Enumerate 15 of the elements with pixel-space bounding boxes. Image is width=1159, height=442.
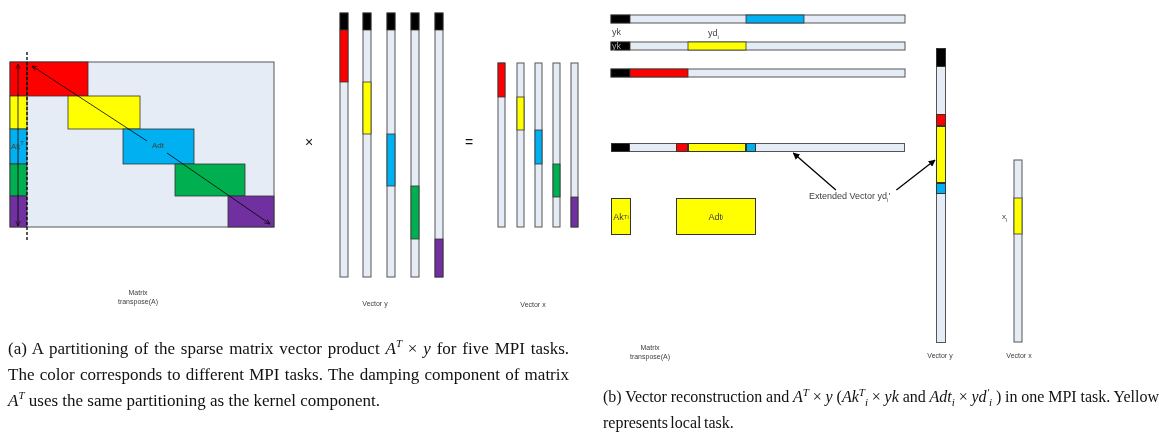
leader-arrow xyxy=(895,159,936,191)
matrix-label: Ak$^{T}$ xyxy=(11,140,25,152)
vector-label: x$_{i}$ xyxy=(1002,212,1009,225)
annotation-text: Extended Vector yd$_{i}$' xyxy=(809,191,921,204)
operator-symbol: × xyxy=(303,134,315,152)
matrix-label: Adt xyxy=(151,141,165,151)
figure-caption: (a) A partitioning of the sparse matrix vector product A$^{T}$ × y for five MPI tasks. The color corresponds to different MPI tasks. The damping component of matrix A$^{T}$ uses the same partitioning as the kernel component. xyxy=(8,336,569,412)
vector-label: yd$_{i}$ xyxy=(708,28,720,42)
extended-vector-bar xyxy=(611,143,905,152)
vector-label: yk xyxy=(612,41,622,53)
vector-column xyxy=(936,48,946,343)
operator-symbol: = xyxy=(463,134,475,152)
vector-label: yk xyxy=(612,27,622,39)
leader-arrow xyxy=(792,152,837,191)
figure-caption: (b) Vector reconstruction and A$^{T}$ × y (Ak$^{T}$$_{i}$ × yk and Adt$_{i}$ × yd$^{′}$$_{i}$ ) in one MPI task. Yellow represents local task. xyxy=(603,384,1159,434)
